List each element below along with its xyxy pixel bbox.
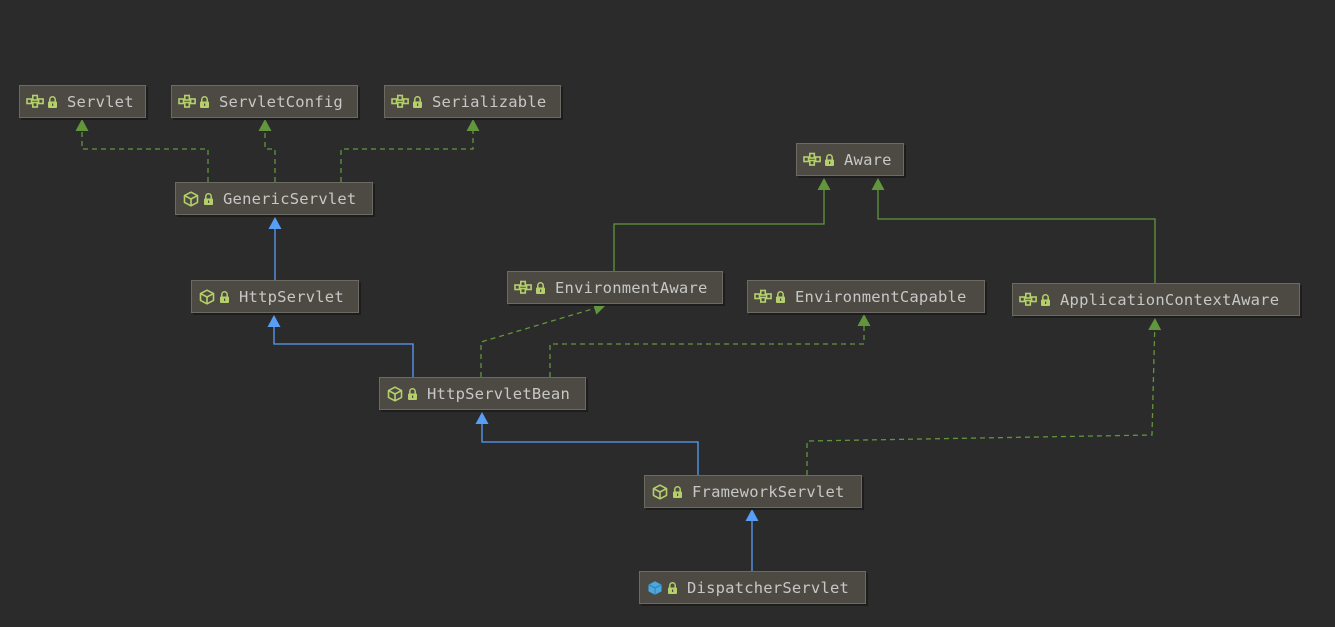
edge-line bbox=[340, 131, 474, 182]
lock-icon bbox=[203, 192, 214, 206]
lock-icon bbox=[535, 281, 546, 295]
interface-icon bbox=[178, 94, 196, 110]
edge-interface-extends-application_context_aware-to-aware bbox=[871, 178, 1156, 283]
abstract-class-icon bbox=[198, 288, 216, 305]
interface-icon bbox=[803, 152, 821, 168]
lock-icon bbox=[667, 581, 678, 595]
lock-icon bbox=[47, 95, 58, 109]
abstract-class-icon bbox=[182, 190, 200, 207]
interface-icon bbox=[754, 289, 772, 305]
node-label: GenericServlet bbox=[223, 189, 357, 208]
lock-icon bbox=[775, 290, 786, 304]
arrowhead bbox=[745, 509, 759, 521]
node-environment-aware[interactable]: EnvironmentAware bbox=[507, 271, 723, 304]
edge-extends-dispatcher_servlet-to-framework_servlet bbox=[745, 509, 759, 571]
arrowhead bbox=[267, 315, 281, 327]
edge-line bbox=[481, 424, 699, 475]
edge-implements-generic_servlet-to-serializable bbox=[340, 119, 480, 182]
arrowhead bbox=[258, 119, 272, 131]
lock-icon bbox=[199, 95, 210, 109]
edge-extends-http_servlet_bean-to-http_servlet bbox=[267, 315, 414, 377]
lock-icon bbox=[412, 95, 423, 109]
node-label: Servlet bbox=[67, 92, 134, 111]
edge-line bbox=[480, 307, 595, 377]
edge-implements-http_servlet_bean-to-environment_capable bbox=[549, 314, 871, 377]
node-http-servlet-bean[interactable]: HttpServletBean bbox=[379, 377, 586, 410]
arrowhead bbox=[1148, 318, 1162, 331]
abstract-class-icon bbox=[651, 483, 669, 500]
edge-implements-generic_servlet-to-servlet bbox=[75, 119, 209, 182]
edge-line bbox=[877, 190, 1156, 283]
arrowhead bbox=[75, 119, 89, 131]
interface-icon bbox=[26, 94, 44, 110]
arrowhead bbox=[466, 119, 480, 131]
lock-icon bbox=[407, 387, 418, 401]
class-icon bbox=[646, 580, 664, 596]
edge-line bbox=[264, 131, 276, 182]
node-generic-servlet[interactable]: GenericServlet bbox=[175, 182, 373, 215]
node-servlet-config[interactable]: ServletConfig bbox=[171, 85, 358, 118]
edge-line bbox=[81, 131, 209, 182]
edge-line bbox=[549, 326, 865, 377]
arrowhead bbox=[871, 178, 885, 190]
abstract-class-icon bbox=[386, 385, 404, 402]
arrowhead bbox=[857, 314, 871, 326]
arrowhead bbox=[592, 302, 606, 315]
lock-icon bbox=[824, 153, 835, 167]
edge-extends-framework_servlet-to-http_servlet_bean bbox=[475, 412, 699, 475]
lock-icon bbox=[219, 290, 230, 304]
node-servlet[interactable]: Servlet bbox=[19, 85, 146, 118]
lock-icon bbox=[672, 485, 683, 499]
lock-icon bbox=[1040, 293, 1051, 307]
interface-icon bbox=[514, 280, 532, 296]
edge-implements-http_servlet_bean-to-environment_aware bbox=[480, 302, 606, 377]
edge-line bbox=[273, 327, 414, 377]
interface-icon bbox=[391, 94, 409, 110]
edge-line bbox=[613, 190, 825, 271]
edge-implements-framework_servlet-to-application_context_aware bbox=[806, 318, 1162, 475]
edge-implements-generic_servlet-to-servlet_config bbox=[258, 119, 276, 182]
node-environment-capable[interactable]: EnvironmentCapable bbox=[747, 280, 985, 313]
node-label: HttpServletBean bbox=[427, 384, 570, 403]
node-label: DispatcherServlet bbox=[687, 578, 850, 597]
node-label: EnvironmentAware bbox=[555, 278, 708, 297]
edge-extends-http_servlet-to-generic_servlet bbox=[268, 217, 282, 280]
node-label: Aware bbox=[844, 150, 892, 169]
arrowhead bbox=[268, 217, 282, 229]
node-label: FrameworkServlet bbox=[692, 482, 845, 501]
node-http-servlet[interactable]: HttpServlet bbox=[191, 280, 359, 313]
node-label: HttpServlet bbox=[239, 287, 344, 306]
node-label: ServletConfig bbox=[219, 92, 343, 111]
node-label: Serializable bbox=[432, 92, 547, 111]
node-label: EnvironmentCapable bbox=[795, 287, 967, 306]
node-application-context-aware[interactable]: ApplicationContextAware bbox=[1012, 283, 1300, 316]
node-dispatcher-servlet[interactable]: DispatcherServlet bbox=[639, 571, 866, 604]
node-framework-servlet[interactable]: FrameworkServlet bbox=[644, 475, 862, 508]
node-serializable[interactable]: Serializable bbox=[384, 85, 561, 118]
node-aware[interactable]: Aware bbox=[796, 143, 904, 176]
arrowhead bbox=[817, 178, 831, 190]
edge-interface-extends-environment_aware-to-aware bbox=[613, 178, 831, 271]
arrowhead bbox=[475, 412, 489, 424]
edge-line bbox=[806, 329, 1156, 475]
node-label: ApplicationContextAware bbox=[1060, 290, 1280, 309]
interface-icon bbox=[1019, 292, 1037, 308]
